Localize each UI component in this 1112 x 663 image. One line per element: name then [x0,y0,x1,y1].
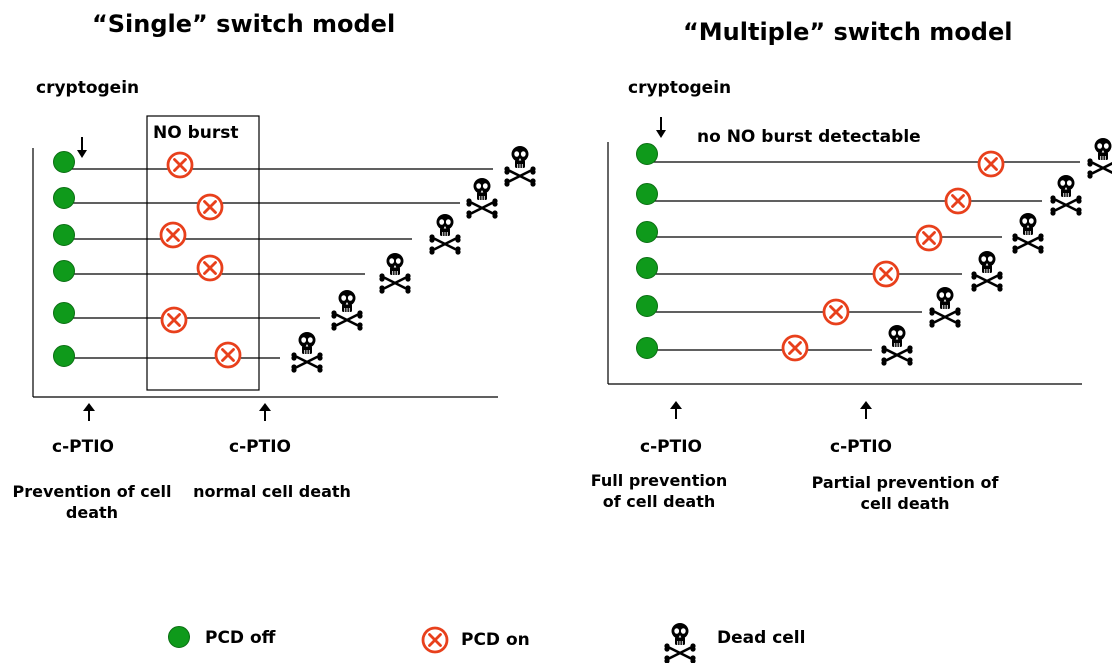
pcd-on-cross-icon [944,187,972,215]
green-dot-icon [636,257,658,279]
green-dot-icon [636,183,658,205]
skull-crossbones-icon [880,323,914,367]
multiple-late-outcome: Partial prevention of cell death [811,473,999,513]
single-burst-label: NO burst [153,123,239,143]
green-dot-icon [636,143,658,165]
green-dot-icon [53,151,75,173]
multiple-burst-label: no NO burst detectable [697,127,921,147]
pcd-on-cross-icon [915,224,943,252]
single-row [53,144,537,188]
single-row [53,176,499,221]
pcd-on-cross-icon [159,221,187,249]
multiple-model-panel [607,117,1112,419]
skull-crossbones-icon [290,330,324,374]
legend-pcd-on-cross-icon [421,626,449,654]
multiple-row [636,323,914,367]
pcd-on-cross-icon [166,151,194,179]
skull-crossbones-icon [378,251,412,295]
green-dot-icon [53,187,75,209]
multiple-cryptogein-arrow-down-icon [656,117,666,138]
single-cptio-early-arrow-up-icon [83,403,95,421]
skull-crossbones-icon [1049,173,1083,217]
single-row [53,251,412,295]
legend-pcd-off-label: PCD off [205,628,276,648]
skull-crossbones-icon [1086,136,1112,180]
multiple-model-title: “Multiple” switch model [683,18,1013,46]
green-dot-icon [636,221,658,243]
skull-crossbones-icon [503,144,537,188]
legend-dead-cell-label: Dead cell [717,628,806,648]
multiple-row [636,285,962,329]
pcd-on-cross-icon [822,298,850,326]
single-late-outcome: normal cell death [193,482,351,501]
skull-crossbones-icon [428,212,462,256]
skull-crossbones-icon [928,285,962,329]
skull-crossbones-icon [465,176,499,220]
single-row [53,288,364,334]
green-dot-icon [53,302,75,324]
pcd-on-cross-icon [160,306,188,334]
single-burst-box [146,115,260,391]
single-cryptogein-arrow-down-icon [77,137,87,158]
single-cptio-early-label: c-PTIO [52,437,114,457]
pcd-on-cross-icon [977,150,1005,178]
pcd-on-cross-icon [196,193,224,221]
single-early-outcome: Prevention of cell death [12,482,172,522]
legend-green-dot-icon [168,626,190,648]
single-cptio-late-arrow-up-icon [259,403,271,421]
multiple-row [636,249,1004,293]
single-cryptogein-label: cryptogein [36,78,140,98]
multiple-row [636,211,1045,255]
pcd-on-cross-icon [196,254,224,282]
multiple-row [636,173,1083,217]
single-model-title: “Single” switch model [92,10,396,38]
green-dot-icon [53,260,75,282]
skull-crossbones-icon [1011,211,1045,255]
multiple-cptio-late-arrow-up-icon [860,401,872,419]
skull-crossbones-icon [970,249,1004,293]
legend-skull-crossbones-icon [663,621,697,663]
multiple-cptio-late-label: c-PTIO [830,437,892,457]
pcd-on-cross-icon [872,260,900,288]
green-dot-icon [636,337,658,359]
pcd-on-cross-icon [214,341,242,369]
single-row [53,330,324,374]
multiple-cryptogein-label: cryptogein [628,78,732,98]
single-model-panel [32,115,537,421]
green-dot-icon [53,345,75,367]
legend-pcd-on-label: PCD on [461,630,530,650]
green-dot-icon [53,224,75,246]
multiple-row [636,136,1112,180]
skull-crossbones-icon [330,288,364,332]
multiple-cptio-early-arrow-up-icon [670,401,682,419]
single-cptio-late-label: c-PTIO [229,437,291,457]
single-row [53,212,462,256]
multiple-early-outcome: Full prevention of cell death [590,471,728,511]
multiple-cptio-early-label: c-PTIO [640,437,702,457]
legend [168,621,697,663]
pcd-on-cross-icon [781,334,809,362]
green-dot-icon [636,295,658,317]
